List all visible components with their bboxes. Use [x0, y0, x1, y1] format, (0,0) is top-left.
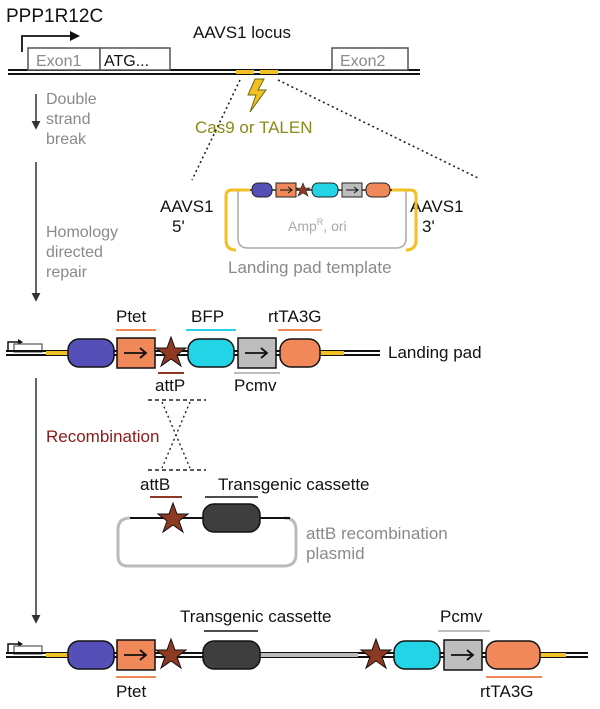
final-attl-star-icon: [154, 637, 188, 670]
final-bfp-part: [393, 640, 441, 670]
final-cassette-label: Transgenic cassette: [180, 607, 332, 626]
rtta-part: [279, 338, 321, 368]
left-arm-line1: AAVS1: [160, 197, 214, 216]
attp-star-icon: [154, 335, 188, 368]
plasmid-name-line1: attB recombination: [306, 524, 448, 543]
template-arm-right: [390, 188, 418, 252]
mini-blue-part: [251, 182, 273, 198]
plasmid-cassette-label: Transgenic cassette: [218, 475, 370, 494]
gene-label: PPP1R12C: [6, 6, 103, 27]
plasmid-backbone: [116, 516, 298, 568]
dsb-line1: Double: [46, 91, 97, 108]
pcmv-arrow-icon: [245, 347, 269, 359]
final-blue-part: [67, 640, 115, 670]
final-ptet-arrow-icon: [124, 649, 148, 661]
attb-plasmid: attB Transgenic cassette attB recombinat…: [116, 475, 448, 568]
final-pcmv-arrow-icon: [451, 649, 475, 661]
exon2-box: [331, 47, 409, 71]
genomic-locus: PPP1R12C Exon1 ATG... Exon2 AAVS1 locus …: [6, 6, 479, 181]
mini-gray-arrow: [346, 186, 359, 194]
exon1-label: Exon1: [36, 53, 81, 70]
crossover-diag-2: [161, 401, 191, 469]
final-pcmv-label: Pcmv: [440, 607, 483, 626]
atg-label: ATG...: [104, 53, 149, 70]
dotted-line-right: [277, 79, 479, 179]
dsb-line3: break: [46, 131, 87, 148]
final-pcmv-part: [443, 639, 483, 671]
dsb-line2: strand: [46, 111, 90, 128]
atg-box: [99, 47, 171, 71]
template-caption: Landing pad template: [228, 258, 392, 277]
lightning-bolt-icon: [247, 78, 267, 113]
final-locus: Transgenic cassette Pcmv Ptet rtTA3G: [6, 607, 588, 701]
landing-pad-template: AAVS1 5' AAVS1 3' AmpR, ori Landing pad …: [160, 182, 464, 277]
template-arm-left: [224, 188, 250, 252]
gene-promoter-arrow: [21, 35, 70, 52]
ptet-arrow-icon: [124, 347, 148, 359]
recombination-label: Recombination: [46, 427, 159, 446]
landing-pad-blue-part: [67, 338, 115, 368]
mini-cyan-part: [311, 182, 339, 198]
final-ptet-label: Ptet: [116, 682, 147, 701]
right-arm-line1: AAVS1: [410, 197, 464, 216]
template-backbone: [237, 190, 407, 249]
nuclease-label: Cas9 or TALEN: [195, 118, 312, 137]
rtta-label: rtTA3G: [268, 307, 322, 326]
landing-pad-row: Ptet BFP rtTA3G Landing pad attP Pcmv: [6, 307, 482, 395]
pcmv-label: Pcmv: [234, 376, 277, 395]
left-arm-line2: 5': [172, 217, 185, 236]
final-promoter-arrow: [7, 643, 18, 654]
locus-label: AAVS1 locus: [193, 23, 291, 42]
final-cassette-part: [202, 640, 261, 670]
bfp-part: [187, 338, 235, 368]
bfp-label: BFP: [191, 307, 224, 326]
plasmid-cassette-part: [202, 503, 261, 533]
mini-rtta-part: [365, 182, 391, 198]
template-backbone-label: AmpR, ori: [288, 217, 347, 234]
plasmid-name-line2: plasmid: [306, 544, 365, 563]
landing-pad-promoter-arrow: [7, 341, 18, 352]
process-flow: Double strand break Homology directed re…: [31, 91, 159, 624]
mini-star-icon: [295, 182, 311, 197]
exon2-label: Exon2: [340, 53, 385, 70]
right-arm-line2: 3': [422, 217, 435, 236]
final-rtta-part: [485, 640, 541, 670]
hdr-line1: Homology: [46, 224, 118, 241]
crossover: [148, 399, 206, 471]
dotted-line-left: [191, 79, 241, 181]
hdr-line2: directed: [46, 244, 103, 261]
attb-star-icon: [156, 501, 190, 534]
gene-promoter-arrowhead: [70, 31, 80, 41]
ptet-label: Ptet: [116, 307, 147, 326]
landing-pad-label: Landing pad: [388, 343, 482, 362]
attb-label: attB: [140, 475, 170, 494]
hdr-line3: repair: [46, 264, 88, 281]
mini-orange-arrow: [280, 186, 293, 194]
final-attr-star-icon: [359, 637, 393, 670]
attp-label: attP: [155, 376, 185, 395]
final-rtta-label: rtTA3G: [480, 682, 534, 701]
